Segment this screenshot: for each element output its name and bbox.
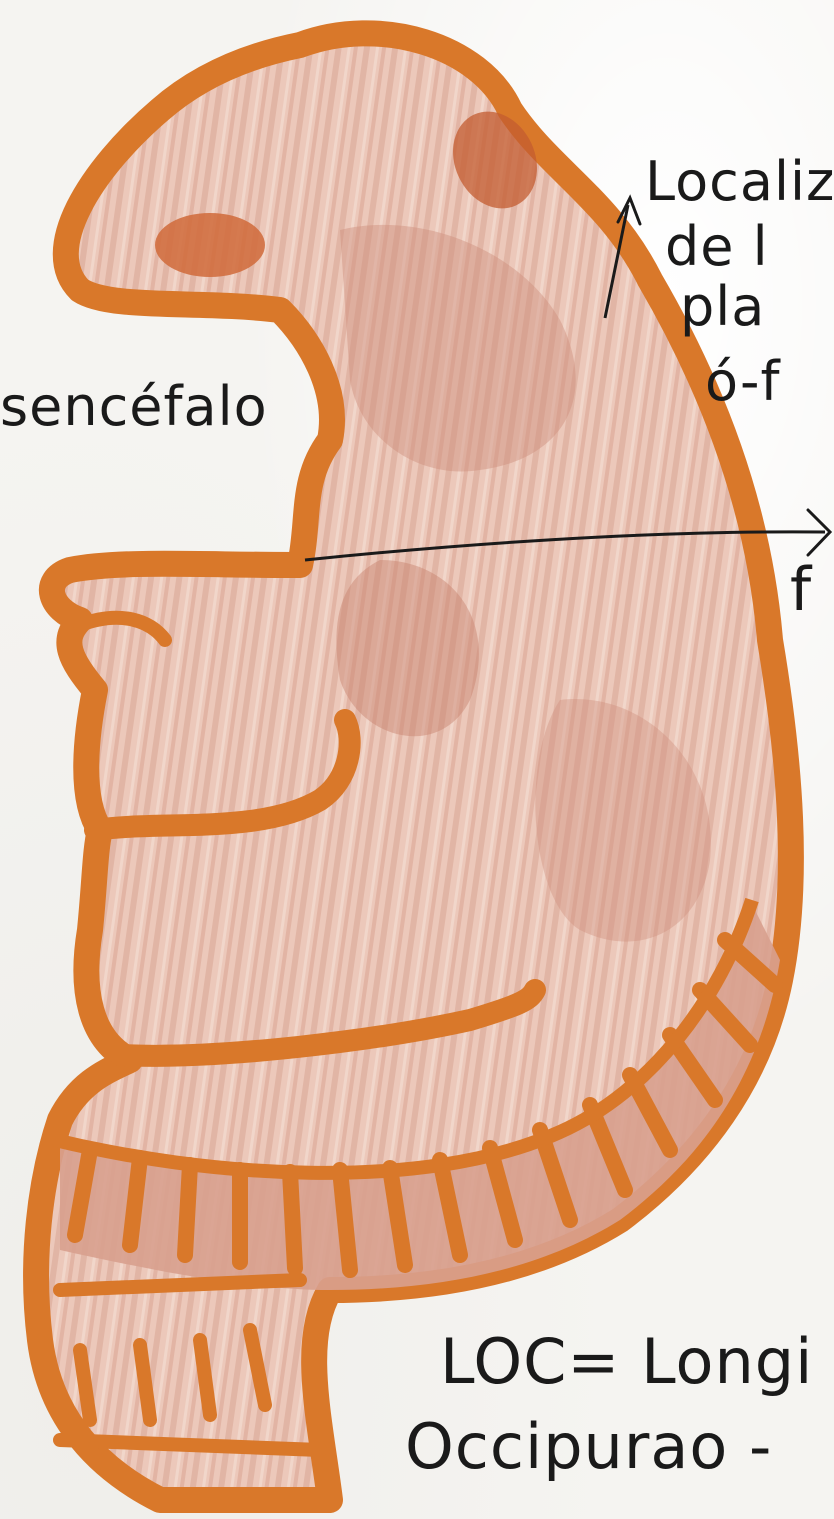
label-placoda-line1: Localiz: [645, 150, 834, 213]
label-cutoff: f: [790, 555, 812, 625]
label-rombencefalo: sencéfalo: [0, 375, 268, 438]
label-loc-line2: Occipurao -: [405, 1410, 772, 1483]
label-placoda-line2: de l: [665, 215, 769, 278]
label-loc-line1: LOC= Longi: [440, 1325, 813, 1398]
label-placoda-line4: ó-f: [705, 350, 781, 413]
optic-placode-spot: [155, 213, 265, 277]
label-placoda-line3: pla: [680, 275, 765, 338]
